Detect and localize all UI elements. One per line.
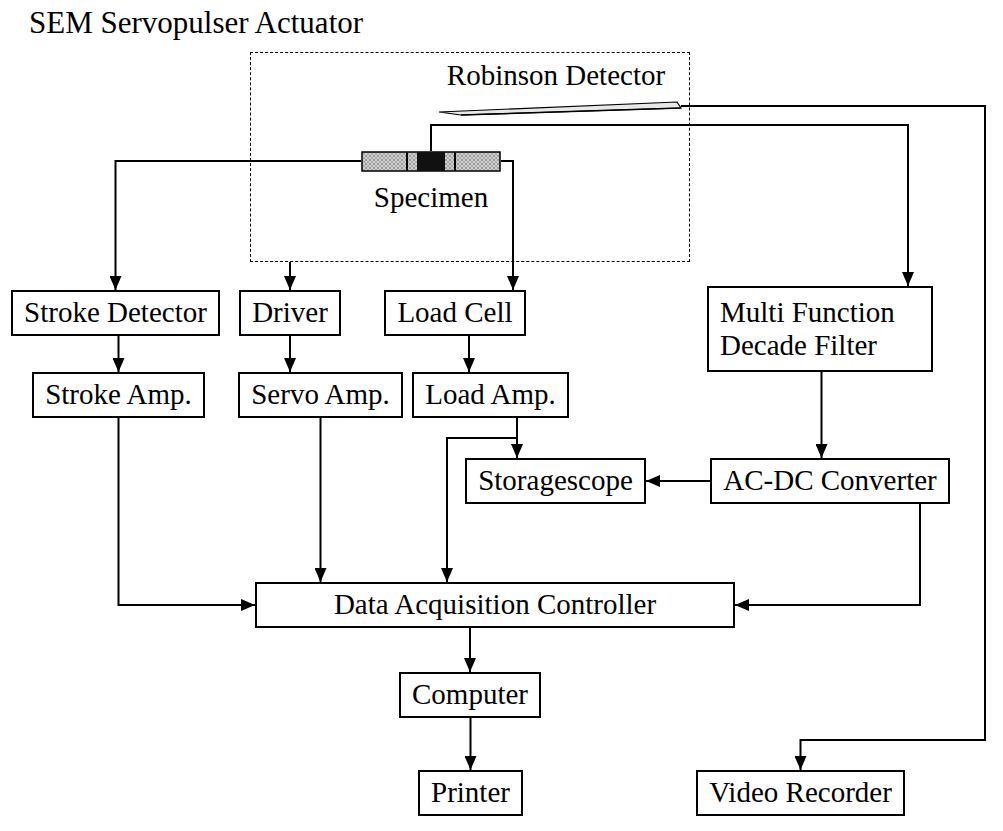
signal-arrow [501, 161, 513, 290]
signal-arrow [116, 161, 362, 290]
signal-arrow [468, 336, 470, 372]
box-label: Stroke Detector [24, 296, 207, 329]
group-heading: SEM Servopulser Actuator [29, 5, 363, 41]
signal-arrow [119, 418, 256, 605]
box-label: Load Amp. [425, 378, 556, 411]
signal-arrow [735, 504, 920, 605]
process-box: Load Cell [384, 290, 526, 336]
box-label: Storagescope [478, 464, 633, 497]
box-label: Video Recorder [709, 776, 892, 809]
process-box: Driver [239, 290, 341, 336]
box-label: AC-DC Converter [723, 464, 936, 497]
box-label: Specimen [361, 181, 501, 214]
process-box: Load Amp. [412, 372, 569, 418]
box-label: Stroke Amp. [45, 378, 192, 411]
grip-line [454, 152, 456, 171]
signal-arrow [289, 336, 291, 372]
detector-plate: Robinson Detector [431, 59, 681, 121]
box-label: Servo Amp. [251, 378, 390, 411]
process-box: Data Acquisition Controller [255, 582, 735, 628]
process-box: Servo Amp. [238, 372, 403, 418]
process-box: Multi Function Decade Filter [707, 286, 933, 372]
box-label: Multi Function Decade Filter [720, 296, 920, 363]
process-box: Video Recorder [696, 770, 905, 816]
signal-arrow [118, 336, 120, 372]
detector-plate-edge [461, 108, 681, 115]
process-box: Stroke Detector [11, 290, 220, 336]
specimen-bar: Specimen [361, 151, 501, 229]
actuator-enclosure: SEM Servopulser ActuatorRobinson Detecto… [250, 52, 690, 262]
process-box: AC-DC Converter [710, 458, 950, 504]
signal-arrow [289, 262, 291, 290]
process-box: Stroke Amp. [32, 372, 205, 418]
grip-line [406, 152, 408, 171]
box-label: Printer [431, 776, 510, 809]
detector-plate-outline [439, 102, 681, 115]
signal-arrow [470, 718, 472, 770]
box-label: Data Acquisition Controller [334, 588, 656, 621]
process-box: Storagescope [465, 458, 646, 504]
process-box: Printer [418, 770, 523, 816]
box-label: Robinson Detector [431, 59, 681, 92]
signal-arrow [681, 106, 985, 770]
box-label: Computer [412, 678, 528, 711]
signal-arrow [821, 372, 823, 458]
process-box: Computer [399, 672, 541, 718]
signal-arrow [646, 480, 710, 482]
detector-plate-drawing [431, 99, 681, 115]
signal-arrow [469, 628, 471, 672]
specimen-body [362, 152, 500, 171]
box-label: Load Cell [397, 296, 512, 329]
specimen-drawing [361, 151, 501, 173]
signal-arrow [320, 418, 322, 582]
box-label: Driver [252, 296, 328, 329]
gauge-section [417, 152, 445, 171]
